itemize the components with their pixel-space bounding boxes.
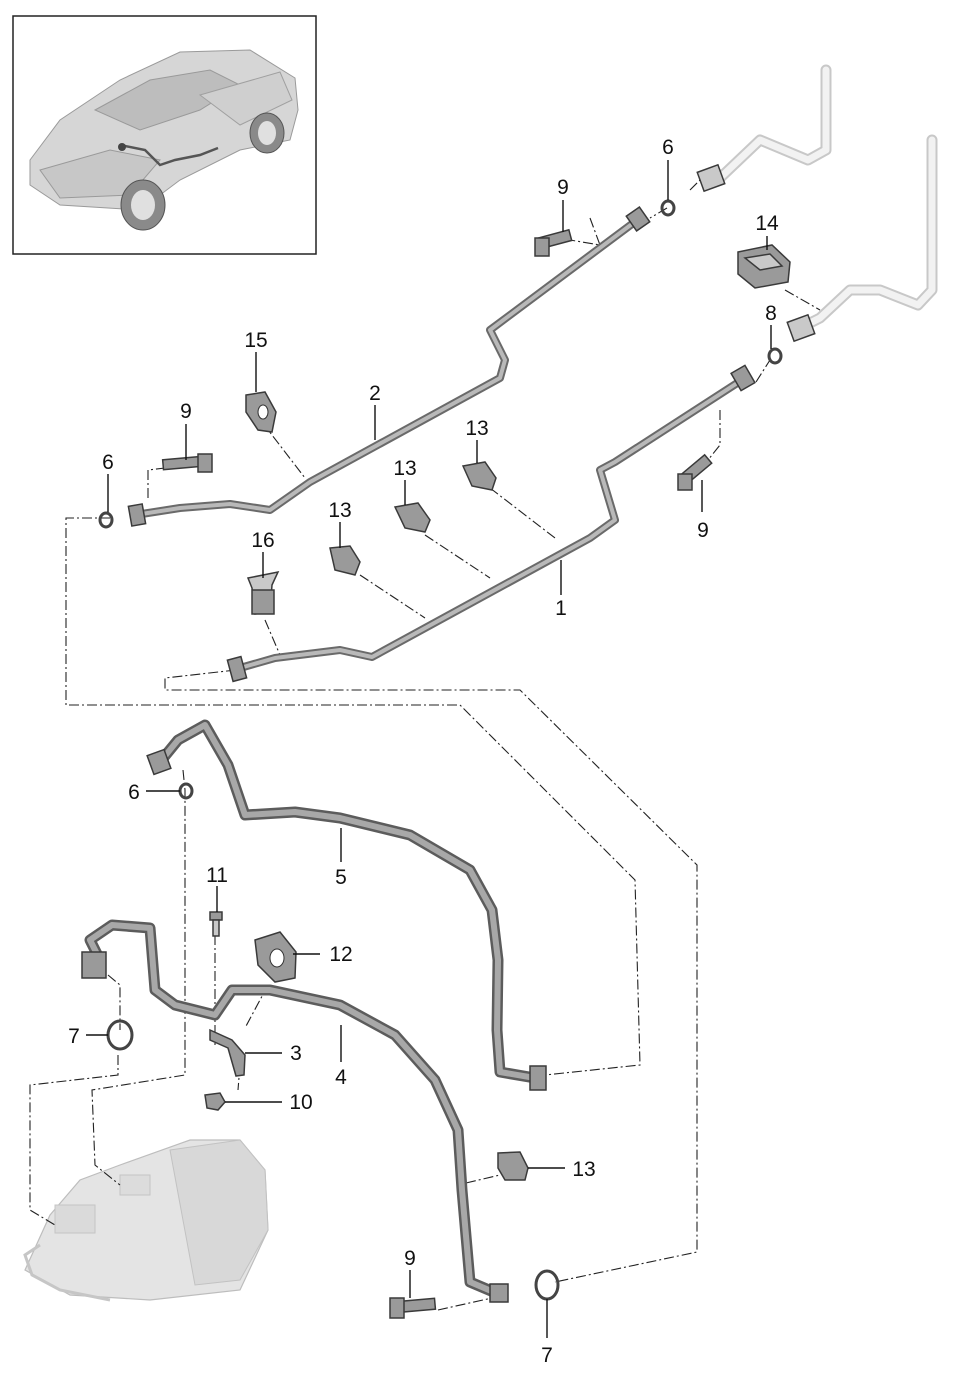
clip-13-a — [329, 545, 361, 576]
clip-13-d — [497, 1151, 529, 1181]
label-11: 11 — [206, 864, 228, 887]
label-8: 8 — [765, 302, 777, 325]
label-13: 13 — [393, 457, 416, 480]
label-3: 3 — [290, 1042, 302, 1065]
label-14: 14 — [755, 212, 779, 235]
bolt-9-upper — [534, 228, 573, 257]
compressor-ghost — [23, 1139, 269, 1302]
label-10: 10 — [289, 1091, 312, 1114]
label-2: 2 — [369, 382, 381, 405]
label-13: 13 — [465, 417, 488, 440]
label-6: 6 — [128, 781, 140, 804]
o-ring-6-left — [98, 511, 114, 529]
bracket-14 — [737, 244, 791, 289]
label-6: 6 — [102, 451, 114, 474]
ac-hose-5 — [146, 719, 547, 1091]
label-7: 7 — [541, 1344, 553, 1367]
leader-lines — [86, 160, 772, 1338]
label-15: 15 — [244, 329, 267, 352]
o-ring-7-lower — [534, 1269, 560, 1301]
bracket-12 — [254, 931, 297, 983]
label-4: 4 — [335, 1066, 347, 1089]
vehicle-inset — [12, 15, 317, 255]
bracket-3 — [209, 1028, 246, 1077]
label-12: 12 — [329, 943, 352, 966]
label-13: 13 — [572, 1158, 595, 1181]
o-ring-8 — [767, 347, 783, 365]
o-ring-6-lower — [178, 782, 194, 800]
part-labels: 6 9 14 8 15 2 9 6 13 13 13 16 1 9 6 5 11… — [68, 136, 779, 1367]
label-9: 9 — [697, 519, 709, 542]
bolt-9-right — [677, 453, 713, 491]
ac-line-1 — [226, 364, 756, 683]
screw-11 — [209, 911, 223, 937]
label-13: 13 — [328, 499, 351, 522]
label-1: 1 — [555, 597, 567, 620]
label-9: 9 — [404, 1247, 416, 1270]
label-6: 6 — [662, 136, 674, 159]
clip-13-b — [393, 502, 431, 533]
bracket-15 — [245, 391, 277, 433]
nut-10 — [204, 1092, 226, 1111]
label-9: 9 — [180, 400, 192, 423]
bolt-9-left — [161, 453, 213, 473]
label-5: 5 — [335, 866, 347, 889]
clip-13-c — [461, 461, 497, 491]
ac-hose-4 — [81, 919, 509, 1303]
bracket-16 — [246, 570, 280, 615]
bolt-9-lower — [389, 1297, 437, 1319]
label-16: 16 — [251, 529, 274, 552]
label-9: 9 — [557, 176, 569, 199]
assembly-lines — [29, 179, 821, 1311]
ac-line-2 — [127, 205, 651, 527]
car-illustration — [29, 49, 299, 231]
label-7: 7 — [68, 1025, 80, 1048]
ghost-lines-upper — [696, 64, 938, 343]
o-ring-6-upper — [660, 199, 676, 217]
